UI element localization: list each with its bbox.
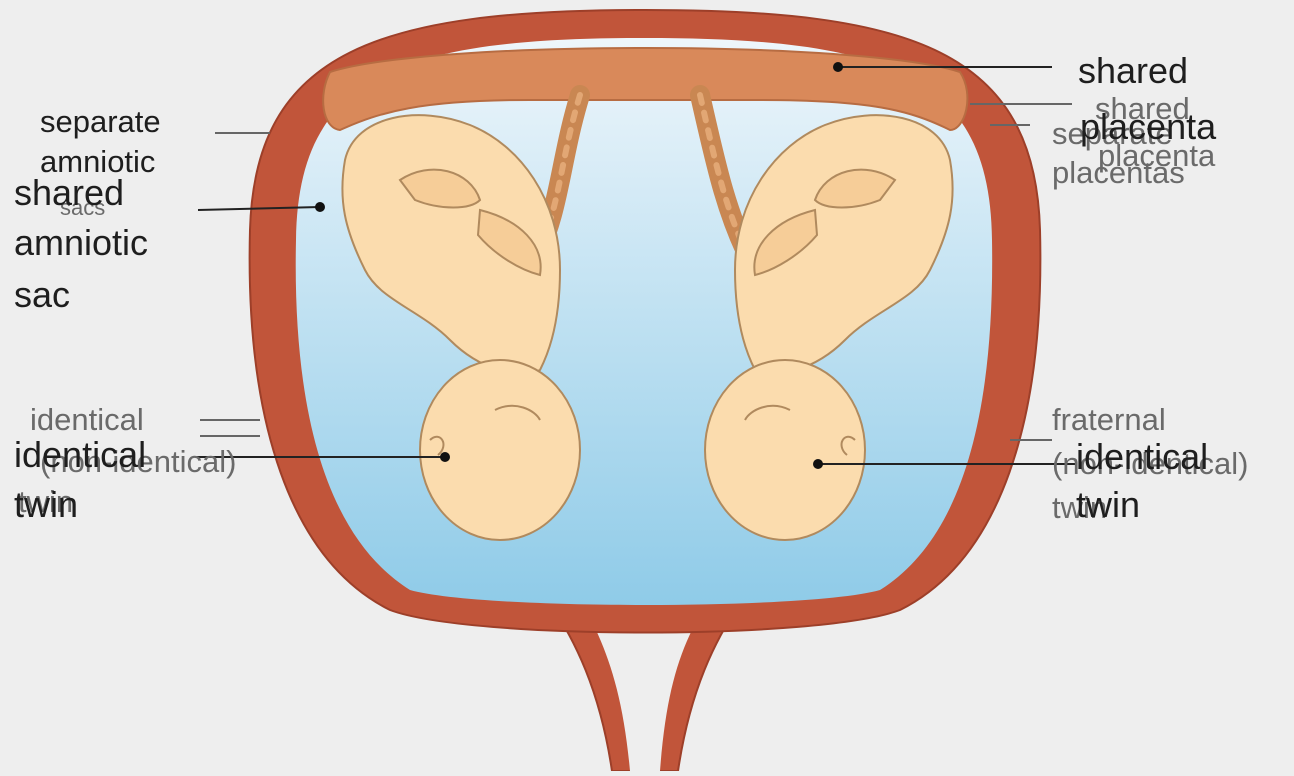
- amniotic-sac-pointer-dot: [315, 202, 325, 212]
- placenta-pointer-dot: [833, 62, 843, 72]
- right-twin-pointer-dot: [813, 459, 823, 469]
- left-twin-pointer-dot: [440, 452, 450, 462]
